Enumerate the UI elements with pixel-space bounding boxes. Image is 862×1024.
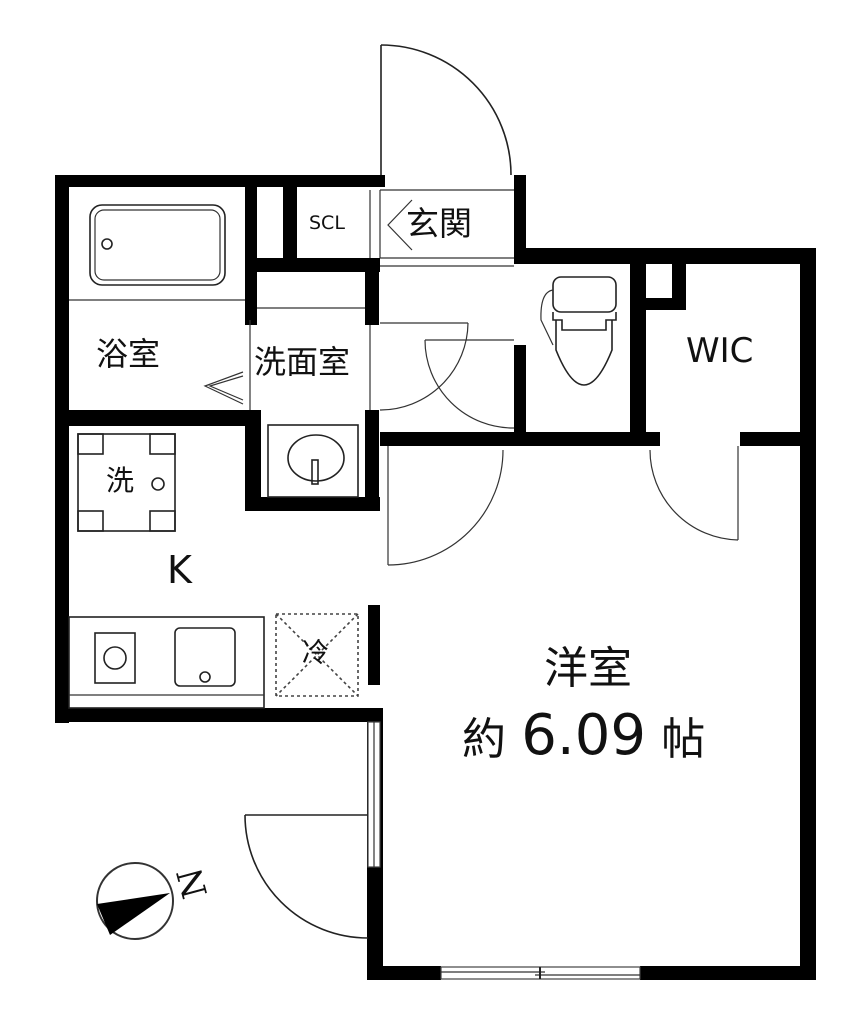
- entrance-door: [380, 44, 512, 176]
- area-unit: 帖: [661, 714, 706, 765]
- area-value: 6.09: [521, 703, 646, 768]
- room-label-scl: SCL: [309, 212, 345, 234]
- area-prefix: 約: [462, 714, 506, 765]
- compass-icon: [96, 862, 174, 940]
- room-label-kitchen: K: [167, 548, 192, 592]
- hall-doors: [379, 322, 739, 566]
- room-label-western: 洋室: [544, 643, 632, 694]
- wash-basin: [267, 424, 359, 498]
- washer-label: 洗: [106, 464, 135, 497]
- side-door: [244, 814, 369, 939]
- toilet: [540, 276, 617, 386]
- room-area: 約 6.09 帖: [462, 708, 705, 764]
- fridge-label: 冷: [302, 638, 329, 669]
- kitchen-counter: [68, 616, 265, 709]
- room-label-genkan: 玄関: [406, 204, 472, 243]
- fridge-space: [275, 613, 359, 697]
- room-label-bathroom: 浴室: [96, 335, 161, 373]
- washer-space: [77, 433, 176, 532]
- room-label-wic: WIC: [686, 331, 754, 371]
- bathtub: [89, 204, 226, 286]
- room-label-washroom: 洗面室: [254, 343, 351, 381]
